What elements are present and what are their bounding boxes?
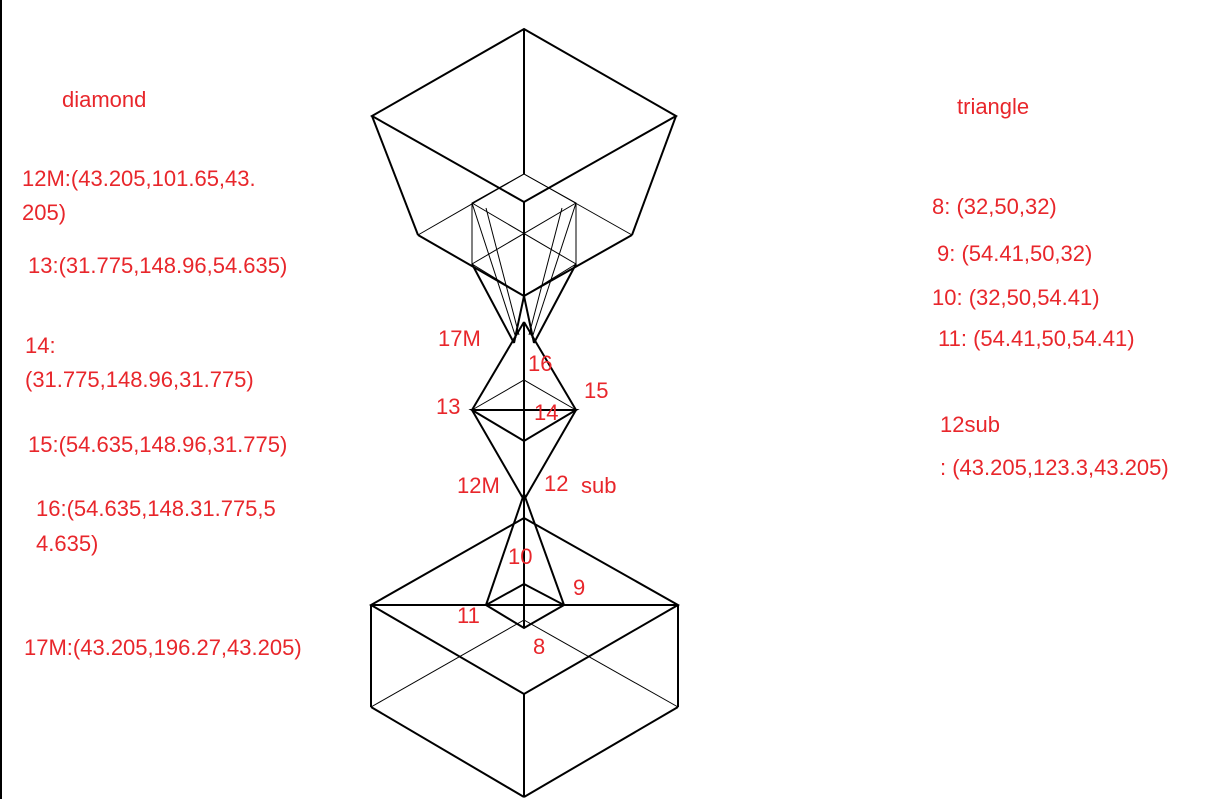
- point-17m-coords: 17M:(43.205,196.27,43.205): [24, 635, 302, 660]
- label-10: 10: [508, 544, 532, 569]
- connector-3: [471, 202, 517, 339]
- point-9-coords: 9: (54.41,50,32): [937, 241, 1093, 266]
- diamond-edge-13-top: [471, 321, 525, 411]
- diamond-title: diamond: [62, 87, 147, 112]
- diamond-girdle-front: [468, 409, 580, 443]
- bottom-box: [368, 516, 681, 798]
- point-12sub-label: 12sub: [940, 412, 1000, 437]
- left-border-line: [0, 0, 2, 799]
- diamond-girdle-back: [471, 379, 577, 411]
- bottom-box-bottom-right: [523, 706, 679, 798]
- bottom-box-bottom-left: [370, 706, 525, 798]
- label-17m: 17M: [438, 326, 481, 351]
- pyramid-edge-11: [485, 493, 525, 606]
- label-12m: 12M: [457, 473, 500, 498]
- bottom-box-hidden-right: [523, 619, 679, 708]
- point-12m-coords-line2: 205): [22, 200, 67, 225]
- label-sub: sub: [581, 473, 616, 498]
- point-10-coords: 10: (32,50,54.41): [932, 285, 1100, 310]
- top-box: [369, 27, 679, 297]
- point-8-coords: 8: (32,50,32): [932, 194, 1057, 219]
- top-box-bottom-right: [523, 234, 633, 297]
- diamond-edge-13-bottom: [471, 409, 525, 501]
- point-16-coords-line1: 16:(54.635,148.31.775,5: [36, 496, 276, 521]
- connector-4: [485, 207, 520, 336]
- label-8: 8: [533, 634, 545, 659]
- top-box-diagonal-2: [471, 202, 577, 265]
- connector-6: [528, 207, 563, 336]
- point-12m-coords-line1: 12M:(43.205,101.65,43.: [22, 166, 256, 191]
- point-labels: 17M 16 15 13 14 12M 12 sub 10 9 11 8: [436, 326, 616, 659]
- point-14-coords-line2: (31.775,148.96,31.775): [25, 367, 254, 392]
- label-14: 14: [534, 400, 558, 425]
- bottom-box-hidden-left: [370, 619, 525, 708]
- point-11-coords: 11: (54.41,50,54.41): [938, 326, 1135, 351]
- label-13: 13: [436, 394, 460, 419]
- label-9: 9: [573, 575, 585, 600]
- label-16: 16: [528, 351, 552, 376]
- connector-2: [533, 263, 577, 344]
- middle-diamond: [468, 321, 580, 501]
- point-12sub-coords: : (43.205,123.3,43.205): [940, 455, 1169, 480]
- top-box-bottom-left: [417, 234, 525, 297]
- connector-1: [471, 263, 515, 344]
- point-16-coords-line2: 4.635): [36, 531, 99, 556]
- point-14-coords-line1: 14:: [25, 333, 56, 358]
- point-15-coords: 15:(54.635,148.96,31.775): [28, 432, 288, 457]
- triangle-title: triangle: [957, 94, 1030, 119]
- diamond-edge-15-bottom: [523, 409, 577, 501]
- point-13-coords: 13:(31.775,148.96,54.635): [28, 253, 288, 278]
- diamond-edge-15-top: [523, 321, 577, 411]
- label-15: 15: [584, 378, 608, 403]
- top-box-right-side: [631, 115, 677, 236]
- label-11: 11: [457, 603, 480, 628]
- top-box-left-side: [371, 115, 419, 236]
- crown-connectors: [471, 202, 577, 344]
- pyramid-edge-9: [523, 493, 565, 606]
- connector-5: [531, 202, 577, 339]
- label-12: 12: [544, 471, 568, 496]
